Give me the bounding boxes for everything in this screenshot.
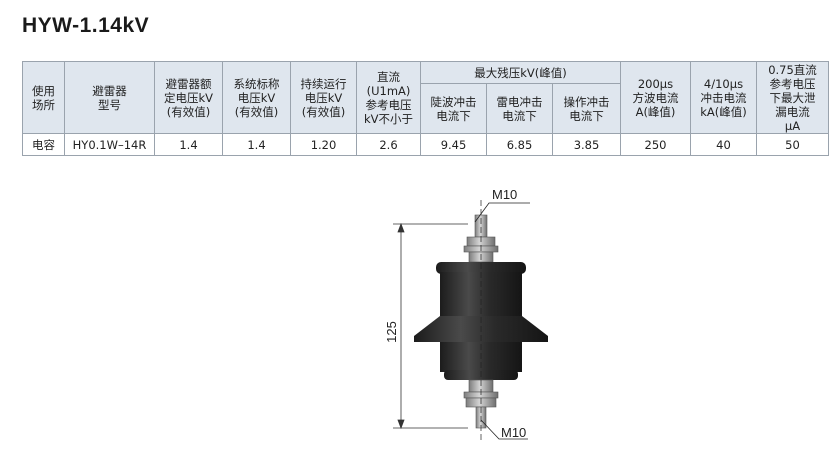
cell-rated-voltage: 1.4 bbox=[154, 133, 223, 156]
header-impulse-current: 4/10μs 冲击电流 kA(峰值) bbox=[690, 61, 757, 134]
cell-square-wave-current: 250 bbox=[620, 133, 691, 156]
header-steep-wave: 陡波冲击 电流下 bbox=[420, 83, 487, 134]
thread-leaders bbox=[474, 202, 530, 440]
cell-continuous-voltage: 1.20 bbox=[290, 133, 357, 156]
cell-impulse-current: 40 bbox=[690, 133, 757, 156]
cell-system-voltage: 1.4 bbox=[222, 133, 291, 156]
cell-leakage-current: 50 bbox=[756, 133, 829, 156]
header-lightning-impulse: 雷电冲击 电流下 bbox=[486, 83, 553, 134]
cell-model: HY0.1W–14R bbox=[64, 133, 155, 156]
header-residual-voltage-group: 最大残压kV(峰值) bbox=[420, 61, 621, 84]
spec-table: 使用 场所 避雷器 型号 避雷器额 定电压kV (有效值) 系统标称 电压kV … bbox=[22, 61, 829, 156]
height-dimension-lines bbox=[393, 222, 468, 430]
bottom-thread-label: M10 bbox=[501, 425, 526, 440]
cell-use-site: 电容 bbox=[22, 133, 65, 156]
header-leakage-current: 0.75直流 参考电压 下最大泄 漏电流 μA bbox=[756, 61, 829, 134]
table-row: 电容 HY0.1W–14R 1.4 1.4 1.20 2.6 9.45 6.85… bbox=[22, 133, 829, 156]
header-dc-reference-voltage: 直流 (U1mA) 参考电压 kV不小于 bbox=[356, 61, 421, 134]
cell-lightning-impulse: 6.85 bbox=[486, 133, 553, 156]
header-rated-voltage: 避雷器额 定电压kV (有效值) bbox=[154, 61, 223, 134]
height-dimension-label: 125 bbox=[384, 321, 399, 343]
cell-steep-wave: 9.45 bbox=[420, 133, 487, 156]
header-continuous-voltage: 持续运行 电压kV (有效值) bbox=[290, 61, 357, 134]
header-switching-impulse: 操作冲击 电流下 bbox=[552, 83, 621, 134]
page-title: HYW-1.14kV bbox=[22, 14, 150, 37]
top-thread-label: M10 bbox=[492, 187, 517, 202]
header-model: 避雷器 型号 bbox=[64, 61, 155, 134]
cell-switching-impulse: 3.85 bbox=[552, 133, 621, 156]
